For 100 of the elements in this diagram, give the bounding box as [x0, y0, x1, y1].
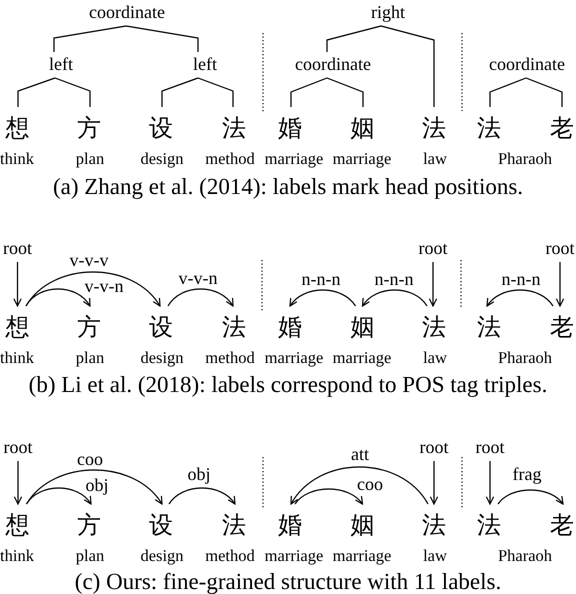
chinese-character: 法 — [477, 107, 501, 141]
arrow — [428, 262, 438, 307]
gloss-text: marriage — [332, 150, 392, 166]
arc-arrow — [26, 271, 161, 307]
gloss-text: plan — [76, 150, 104, 166]
bracket-line — [126, 25, 199, 52]
gloss-text: marriage — [332, 546, 392, 564]
chinese-character: 法 — [222, 306, 246, 340]
root-label: root — [4, 439, 32, 461]
arc-label: v-v-v — [70, 252, 108, 268]
arc-arrow — [26, 288, 91, 307]
gloss-text: design — [140, 348, 184, 366]
bracket-line — [326, 77, 364, 107]
tree-label: right — [371, 0, 405, 26]
bracket-line — [326, 25, 382, 52]
tree-label: coordinate — [89, 0, 165, 26]
chinese-character: 方 — [77, 504, 101, 538]
arrow — [14, 461, 22, 505]
arc-arrow — [290, 466, 428, 505]
bracket-line — [526, 77, 563, 107]
gloss-text: method — [205, 546, 255, 564]
gloss-text: law — [423, 546, 447, 564]
chinese-character: 姻 — [350, 107, 374, 141]
gloss-text: Pharaoh — [498, 348, 552, 366]
arc-arrow — [498, 489, 564, 505]
chinese-character: 老 — [550, 504, 574, 538]
gloss-text: Pharaoh — [498, 546, 552, 564]
chinese-character: 想 — [6, 107, 30, 141]
arc-label: n-n-n — [302, 271, 340, 287]
arc-arrow — [26, 487, 92, 505]
tree-label: left — [193, 52, 217, 78]
chinese-character: 法 — [477, 306, 501, 340]
chinese-character: 婚 — [278, 306, 302, 340]
arc-arrow — [486, 289, 554, 307]
bracket-line — [489, 77, 526, 107]
arc-label: obj — [188, 466, 210, 482]
gloss-text: marriage — [264, 150, 324, 166]
chinese-character: 婚 — [278, 107, 302, 141]
arc-label: obj — [86, 477, 108, 493]
subcaption: (a) Zhang et al. (2014): labels mark head positions. — [52, 175, 524, 199]
gloss-text: think — [0, 546, 34, 564]
chinese-character: 想 — [6, 504, 30, 538]
chinese-character: 方 — [77, 306, 101, 340]
chinese-character: 婚 — [278, 504, 302, 538]
arc-arrow — [294, 488, 364, 505]
chinese-character: 姻 — [350, 504, 374, 538]
gloss-text: plan — [76, 348, 104, 366]
chinese-character: 姻 — [350, 306, 374, 340]
gloss-text: Pharaoh — [498, 150, 552, 166]
arc-label: frag — [512, 466, 542, 482]
gloss-text: marriage — [264, 348, 324, 366]
chinese-character: 老 — [550, 107, 574, 141]
arc-label: v-v-n — [178, 270, 218, 286]
root-label: root — [3, 240, 32, 262]
chinese-character: 法 — [222, 107, 246, 141]
bracket-line — [198, 77, 234, 107]
gloss-text: law — [423, 150, 447, 166]
arc-label: coo — [357, 476, 383, 492]
arrow — [13, 262, 22, 307]
bracket-line — [54, 77, 91, 107]
gloss-text: method — [205, 348, 255, 366]
gloss-text: think — [0, 150, 34, 166]
gloss-text: marriage — [264, 546, 324, 564]
arc-arrow — [26, 469, 163, 505]
bracket-line — [53, 25, 126, 52]
chinese-character: 想 — [6, 306, 30, 340]
bracket-line — [161, 77, 198, 107]
gloss-text: design — [140, 546, 184, 564]
chinese-character: 设 — [149, 306, 173, 340]
root-label: root — [476, 439, 504, 461]
chinese-character: 法 — [422, 107, 446, 141]
chinese-character: 设 — [149, 107, 173, 141]
gloss-text: plan — [76, 546, 104, 564]
arc-arrow — [289, 289, 356, 307]
root-label: root — [420, 439, 448, 461]
gloss-text: think — [0, 348, 34, 366]
arc-label: n-n-n — [374, 271, 414, 287]
chinese-character: 法 — [422, 504, 446, 538]
bracket-line — [380, 25, 435, 107]
gloss-text: design — [140, 150, 184, 166]
arc-arrow — [362, 289, 428, 307]
tree-label: coordinate — [295, 52, 371, 78]
chinese-character: 老 — [550, 306, 574, 340]
chinese-character: 法 — [222, 504, 246, 538]
chinese-character: 设 — [149, 504, 173, 538]
gloss-text: marriage — [332, 348, 392, 366]
arc-arrow — [168, 487, 236, 505]
arc-label: v-v-n — [84, 278, 124, 294]
root-label: root — [546, 240, 574, 262]
arc-arrow — [168, 288, 234, 307]
subcaption: (b) Li et al. (2018): labels correspond to POS tag triples. — [28, 373, 548, 397]
arrow — [430, 461, 438, 505]
tree-label: left — [49, 52, 73, 78]
arc-label: att — [351, 446, 369, 462]
chinese-character: 法 — [422, 306, 446, 340]
bracket-line — [17, 77, 56, 107]
arc-label: coo — [77, 451, 103, 467]
subcaption: (c) Ours: fine-grained structure with 11 labels. — [74, 570, 502, 594]
arc-label: n-n-n — [502, 271, 540, 287]
chinese-character: 法 — [477, 504, 501, 538]
